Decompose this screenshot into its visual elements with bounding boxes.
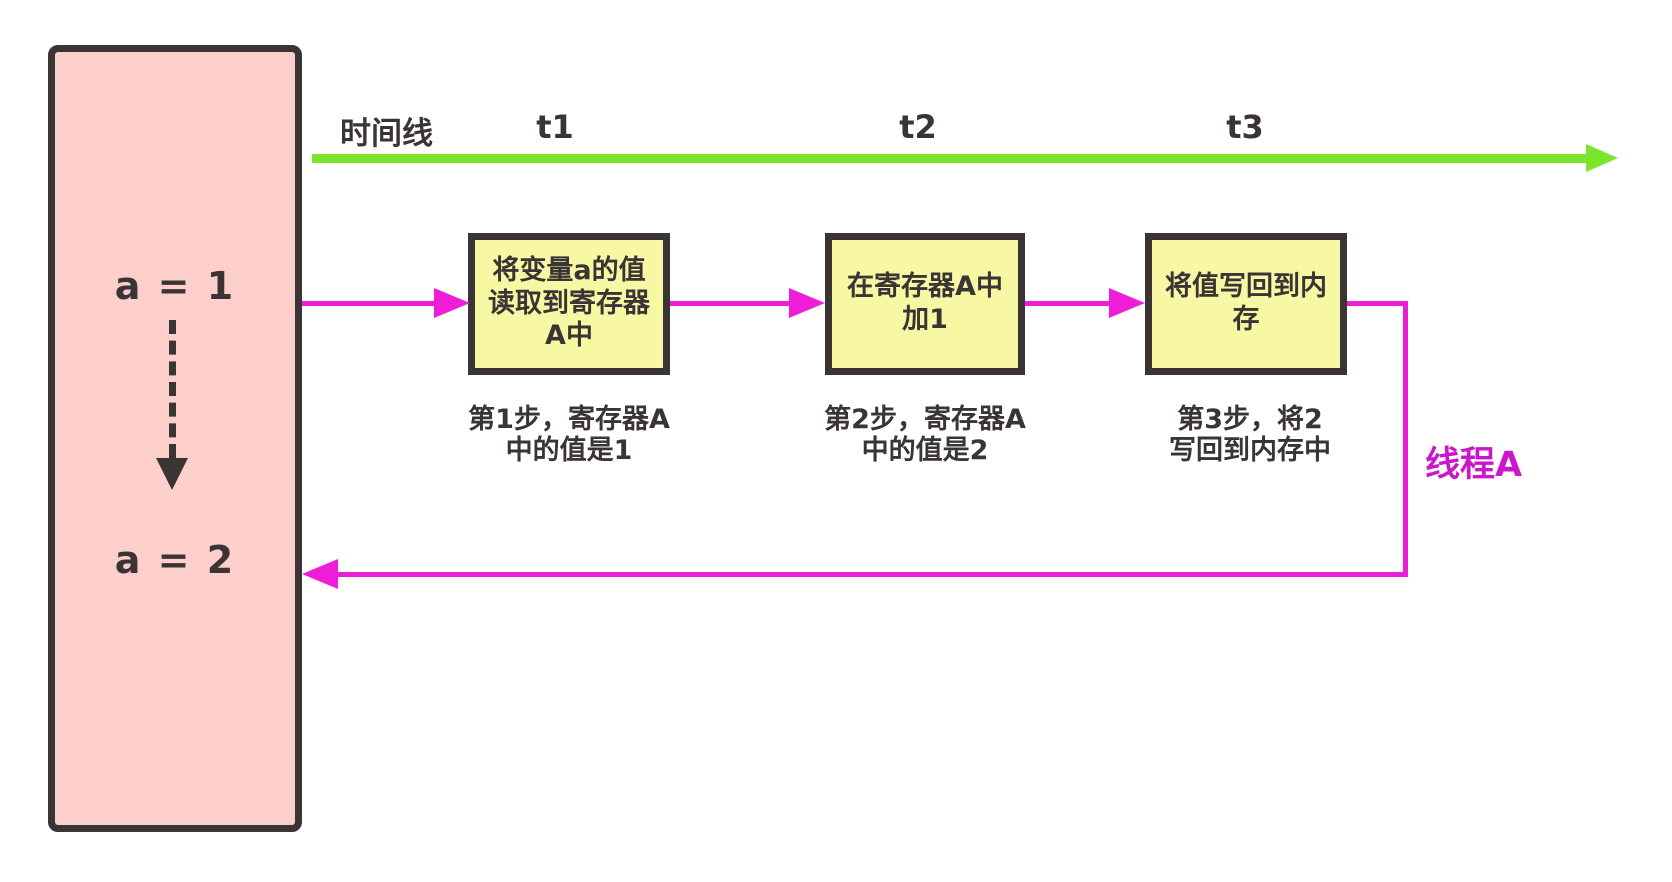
flow-arrow-2-line: [670, 301, 791, 306]
step-caption-3: 第3步，将2 写回到内存中: [1169, 404, 1331, 466]
timeline-arrow-line: [312, 154, 1590, 163]
flow-arrow-3-arrowhead-icon: [1109, 288, 1145, 318]
step-box-3: 将值写回到内 存: [1145, 233, 1347, 375]
memory-final-value: a = 2: [114, 538, 236, 582]
down-arrowhead-icon: [156, 458, 188, 490]
step-box-1: 将变量a的值 读取到寄存器 A中: [468, 233, 670, 375]
step-box-2: 在寄存器A中 加1: [825, 233, 1025, 375]
thread-label: 线程A: [1425, 445, 1523, 485]
flow-arrow-2-arrowhead-icon: [789, 288, 825, 318]
memory-initial-value: a = 1: [114, 264, 236, 308]
return-arrow-top-segment: [1347, 301, 1408, 306]
step-caption-1: 第1步，寄存器A 中的值是1: [468, 404, 670, 466]
flow-arrow-1-line: [302, 301, 436, 306]
flow-arrow-1-arrowhead-icon: [434, 288, 470, 318]
step-caption-2: 第2步，寄存器A 中的值是2: [824, 404, 1026, 466]
timeline-arrowhead-icon: [1586, 144, 1618, 172]
timeline-label: 时间线: [340, 116, 433, 152]
timeline-tick-t3: t3: [1226, 108, 1264, 146]
flow-arrow-3-line: [1025, 301, 1111, 306]
return-arrow-bottom-segment: [336, 572, 1408, 577]
return-arrowhead-icon: [302, 559, 338, 589]
return-arrow-vertical-segment: [1403, 301, 1408, 577]
memory-transition-dashed-line: [169, 320, 176, 458]
timeline-tick-t2: t2: [899, 108, 937, 146]
timeline-tick-t1: t1: [536, 108, 574, 146]
